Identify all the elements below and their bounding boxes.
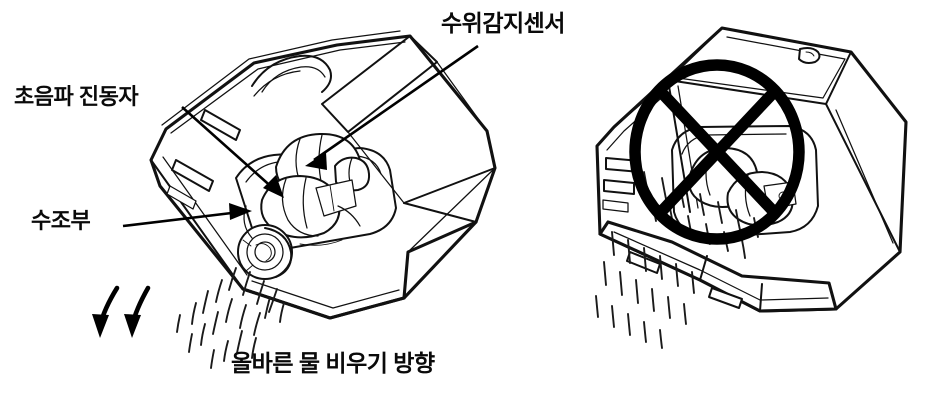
callout-label-ultrasonic-vibrator: 초음파 진동자: [14, 84, 139, 109]
callout-label-water-level-sensor: 수위감지센서: [441, 10, 565, 36]
prohibition-icon: [629, 59, 805, 245]
callout-label-water-tank: 수조부: [31, 208, 91, 233]
rotor-spiral-part: [237, 224, 293, 280]
caption-correct-emptying-direction: 올바른 물 비우기 방향: [231, 350, 435, 376]
water-stream-left: [176, 267, 285, 369]
left-device-illustration: [92, 30, 497, 369]
right-device-illustration: [595, 26, 908, 349]
pour-direction-arrows: [92, 285, 151, 338]
callout-leaders: [122, 44, 479, 228]
